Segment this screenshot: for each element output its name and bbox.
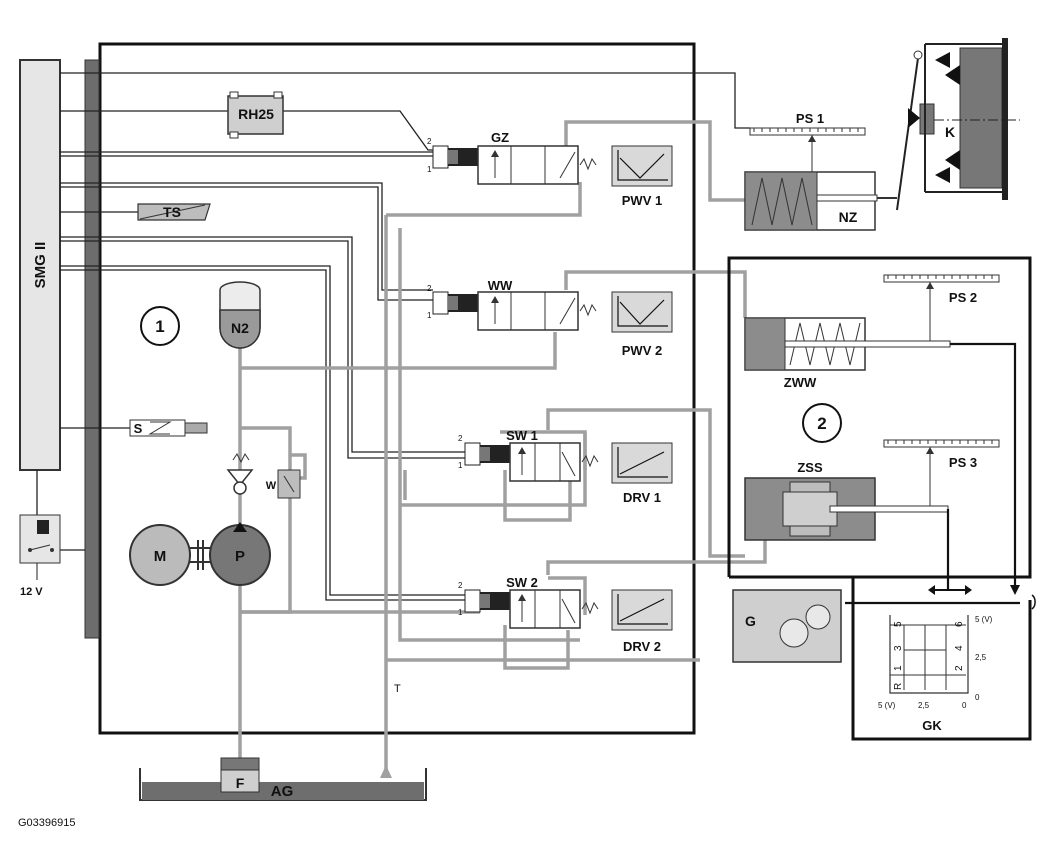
zww-cylinder: ZWW <box>744 317 951 390</box>
p-label: P <box>235 548 245 565</box>
gearbox-g: G <box>732 589 842 663</box>
sw2-pin1: 1 <box>458 608 463 617</box>
w-label: W <box>266 480 277 492</box>
g-label: G <box>745 613 756 629</box>
zww-label: ZWW <box>784 375 817 390</box>
gk-gear-right-1: 6 <box>954 621 965 627</box>
graph-drv1: DRV 1 <box>611 442 673 505</box>
k-label: K <box>945 124 955 140</box>
ps1-label: PS 1 <box>796 111 824 126</box>
pump: P <box>209 522 271 586</box>
ww-pin1: 1 <box>427 311 432 320</box>
sw1-pin2: 2 <box>458 434 463 443</box>
pwv2-label: PWV 2 <box>622 343 662 358</box>
ps2-label: PS 2 <box>949 290 977 305</box>
rh25-label: RH25 <box>238 106 274 122</box>
valve-sw2: SW 2 2 1 <box>458 575 599 629</box>
gk-gear-right-3: 2 <box>954 665 965 671</box>
ww-label: WW <box>488 278 513 293</box>
gz-pin2: 2 <box>427 137 432 146</box>
reservoir-ag: AG <box>139 768 427 801</box>
linkage-arrow-down <box>1010 585 1020 595</box>
m-label: M <box>154 548 167 565</box>
ww-pin2: 2 <box>427 284 432 293</box>
return-arrow <box>380 765 392 778</box>
graph-drv2: DRV 2 <box>611 589 673 654</box>
zss-cylinder: ZSS <box>744 460 949 541</box>
gear-unit-frame <box>727 256 1032 741</box>
relief-valve-w: W <box>266 469 301 499</box>
ts-label: TS <box>163 204 181 220</box>
zss-label: ZSS <box>797 460 823 475</box>
smg-control-unit <box>19 59 61 471</box>
volt-label: 12 V <box>20 586 43 598</box>
graph-pwv2: PWV 2 <box>611 291 673 358</box>
circle-2-label: 2 <box>817 414 826 433</box>
s-label: S <box>134 421 143 436</box>
ps1-sensor: PS 1 <box>749 111 866 172</box>
t-label: T <box>394 683 401 695</box>
gk-v-bottom-2: 2,5 <box>918 701 930 710</box>
motor: M <box>129 524 191 586</box>
valve-gz: GZ 2 1 <box>427 130 597 185</box>
gz-label: GZ <box>491 130 509 145</box>
sw2-pin2: 2 <box>458 581 463 590</box>
connector-bar <box>84 59 100 639</box>
ag-label: AG <box>271 783 294 800</box>
filter-f: F <box>220 757 260 793</box>
gk-v-bottom-3: 0 <box>962 701 967 710</box>
circle-1-label: 1 <box>155 317 164 336</box>
selector-linkage <box>845 342 1020 605</box>
gk-gear-r: R <box>893 683 904 690</box>
gk-v-right-3: 0 <box>975 693 980 702</box>
ps3-label: PS 3 <box>949 455 977 470</box>
circle-1 <box>140 306 180 346</box>
double-arrow <box>928 585 972 595</box>
f-label: F <box>236 775 245 791</box>
circle-2 <box>802 403 842 443</box>
n2-label: N2 <box>231 320 249 336</box>
gk-graph: 5 3 1 R 6 4 2 5 (V) 2,5 0 5 (V) 2,5 0 GK <box>878 615 993 733</box>
gk-v-right-2: 2,5 <box>975 653 987 662</box>
sw1-label: SW 1 <box>506 428 538 443</box>
gz-pin1: 1 <box>427 165 432 174</box>
gk-gear-top-3: 1 <box>893 665 904 671</box>
rotation-arrow <box>1031 594 1036 610</box>
drawing-code: G03396915 <box>18 817 76 829</box>
gk-v-right-1: 5 (V) <box>975 615 993 624</box>
gk-gear-top-2: 3 <box>893 645 904 651</box>
valve-sw1: SW 1 2 1 <box>458 428 599 482</box>
clutch-k: K <box>896 38 1020 211</box>
ts-sensor: TS <box>137 203 211 221</box>
pwv1-label: PWV 1 <box>622 193 662 208</box>
valve-ww: WW 2 1 <box>427 278 597 331</box>
graph-pwv1: PWV 1 <box>611 145 673 208</box>
drv2-label: DRV 2 <box>623 639 661 654</box>
coupling <box>190 540 210 570</box>
hydraulic-lines <box>238 120 767 778</box>
sw2-label: SW 2 <box>506 575 538 590</box>
sw1-pin1: 1 <box>458 461 463 470</box>
relay <box>19 514 61 564</box>
rh25-component: RH25 <box>227 91 284 139</box>
nz-cylinder: NZ <box>744 171 897 231</box>
smg-label: SMG II <box>32 242 49 289</box>
n2-accumulator: N2 <box>219 281 261 349</box>
drv1-label: DRV 1 <box>623 490 661 505</box>
gk-gear-top-1: 5 <box>893 621 904 627</box>
ps2-sensor: PS 2 <box>883 274 1000 343</box>
pressure-switch-s: S <box>129 419 208 437</box>
ps3-sensor: PS 3 <box>883 439 1000 508</box>
nz-label: NZ <box>839 209 858 225</box>
hydraulic-unit-frame <box>98 42 696 735</box>
gk-v-bottom-1: 5 (V) <box>878 701 896 710</box>
gk-title: GK <box>922 718 942 733</box>
gk-gear-right-2: 4 <box>954 645 965 651</box>
check-valve <box>226 453 254 495</box>
